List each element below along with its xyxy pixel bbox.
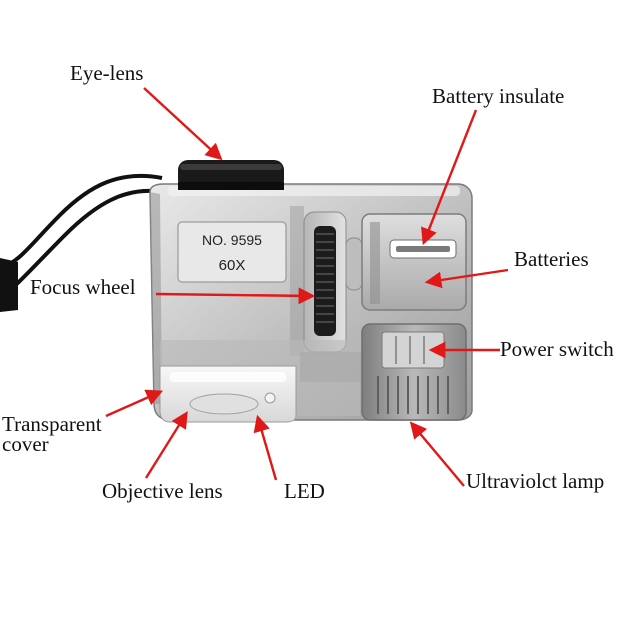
lanyard	[0, 173, 163, 312]
arrow-eye-lens	[143, 87, 223, 161]
label-eye-lens: Eye-lens	[70, 61, 144, 85]
label-objective-lens: Objective lens	[102, 479, 223, 503]
arrow-battery-insulate	[421, 109, 478, 246]
model-plate: NO. 9595 60X	[177, 221, 287, 283]
label-power-switch: Power switch	[500, 337, 614, 361]
led-light	[264, 392, 276, 404]
label-transparent-cover: Transparent cover	[2, 412, 102, 456]
label-battery-insulate: Battery insulate	[432, 84, 565, 108]
arrow-transparent-cover	[105, 389, 164, 418]
objective-lens	[189, 393, 259, 415]
label-ultraviolet-lamp: Ultraviolct lamp	[466, 469, 605, 493]
battery-compartment	[361, 213, 467, 311]
model-number: NO. 9595	[202, 232, 262, 248]
power-switch-module	[361, 323, 467, 421]
label-batteries: Batteries	[514, 247, 589, 271]
arrow-ultraviolet-lamp	[409, 421, 465, 487]
arrow-objective-lens	[144, 411, 188, 479]
label-focus-wheel: Focus wheel	[30, 275, 136, 299]
focus-wheel	[303, 211, 347, 353]
arrow-led	[253, 414, 278, 481]
arrow-batteries	[424, 268, 509, 289]
magnification: 60X	[219, 257, 246, 274]
label-led: LED	[284, 479, 325, 503]
arrow-focus-wheel	[155, 287, 316, 305]
callout-arrows	[105, 87, 509, 487]
eye-lens	[178, 160, 284, 190]
